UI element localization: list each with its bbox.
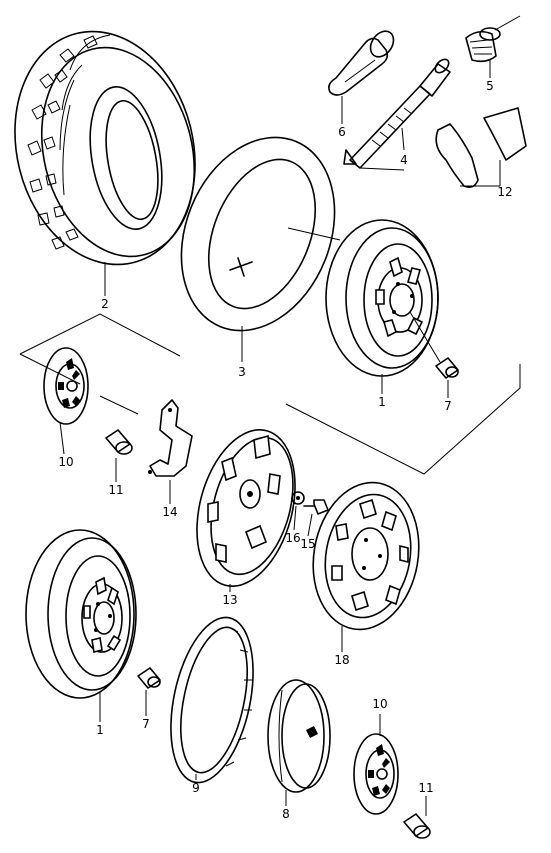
callout-9: 9 <box>192 781 200 795</box>
callout-10-right: 10 <box>372 697 387 711</box>
callout-7-bottom: 7 <box>142 717 150 731</box>
wheel-bolt-bottom <box>137 667 161 716</box>
tire <box>14 30 196 296</box>
callout-4: 4 <box>400 153 408 167</box>
callout-3: 3 <box>238 365 246 379</box>
wheel-cover-right <box>312 481 420 652</box>
valve-stem <box>328 30 395 124</box>
trim-ring <box>170 616 254 784</box>
hub-cap-left <box>43 347 89 455</box>
callout-10-left: 10 <box>58 455 73 469</box>
callout-14: 14 <box>162 505 177 519</box>
callout-11-left: 11 <box>108 483 123 497</box>
callout-5: 5 <box>486 79 494 93</box>
callout-12: 12 <box>497 185 512 199</box>
wheel-cover-center <box>196 429 296 592</box>
callout-1-top: 1 <box>378 395 386 409</box>
hub-cap-dome <box>267 679 331 806</box>
bolt <box>303 499 329 537</box>
wheel-bolt-top <box>435 357 459 398</box>
hub-cap-right <box>353 714 399 815</box>
steel-wheel-top <box>325 219 441 394</box>
valve-insert <box>343 58 451 171</box>
callout-18: 18 <box>334 653 349 667</box>
assembly-bracket-lines <box>19 313 521 475</box>
callout-15: 15 <box>300 537 315 551</box>
inner-tube <box>180 136 341 362</box>
callout-11-right: 11 <box>418 781 433 795</box>
callout-6: 6 <box>338 125 346 139</box>
callout-7-top: 7 <box>444 399 452 413</box>
steel-wheel-bottom <box>25 529 137 722</box>
valve-patch <box>435 107 527 188</box>
valve-cap <box>465 15 521 78</box>
callout-1-bottom: 1 <box>96 723 104 737</box>
callout-8: 8 <box>282 807 290 821</box>
callout-16: 16 <box>285 531 300 545</box>
mounting-bracket <box>148 399 193 504</box>
cap-nut-right <box>403 796 431 839</box>
callout-2: 2 <box>101 297 109 311</box>
callout-13: 13 <box>222 593 237 607</box>
washer <box>291 491 305 531</box>
cap-nut-left <box>105 429 133 482</box>
